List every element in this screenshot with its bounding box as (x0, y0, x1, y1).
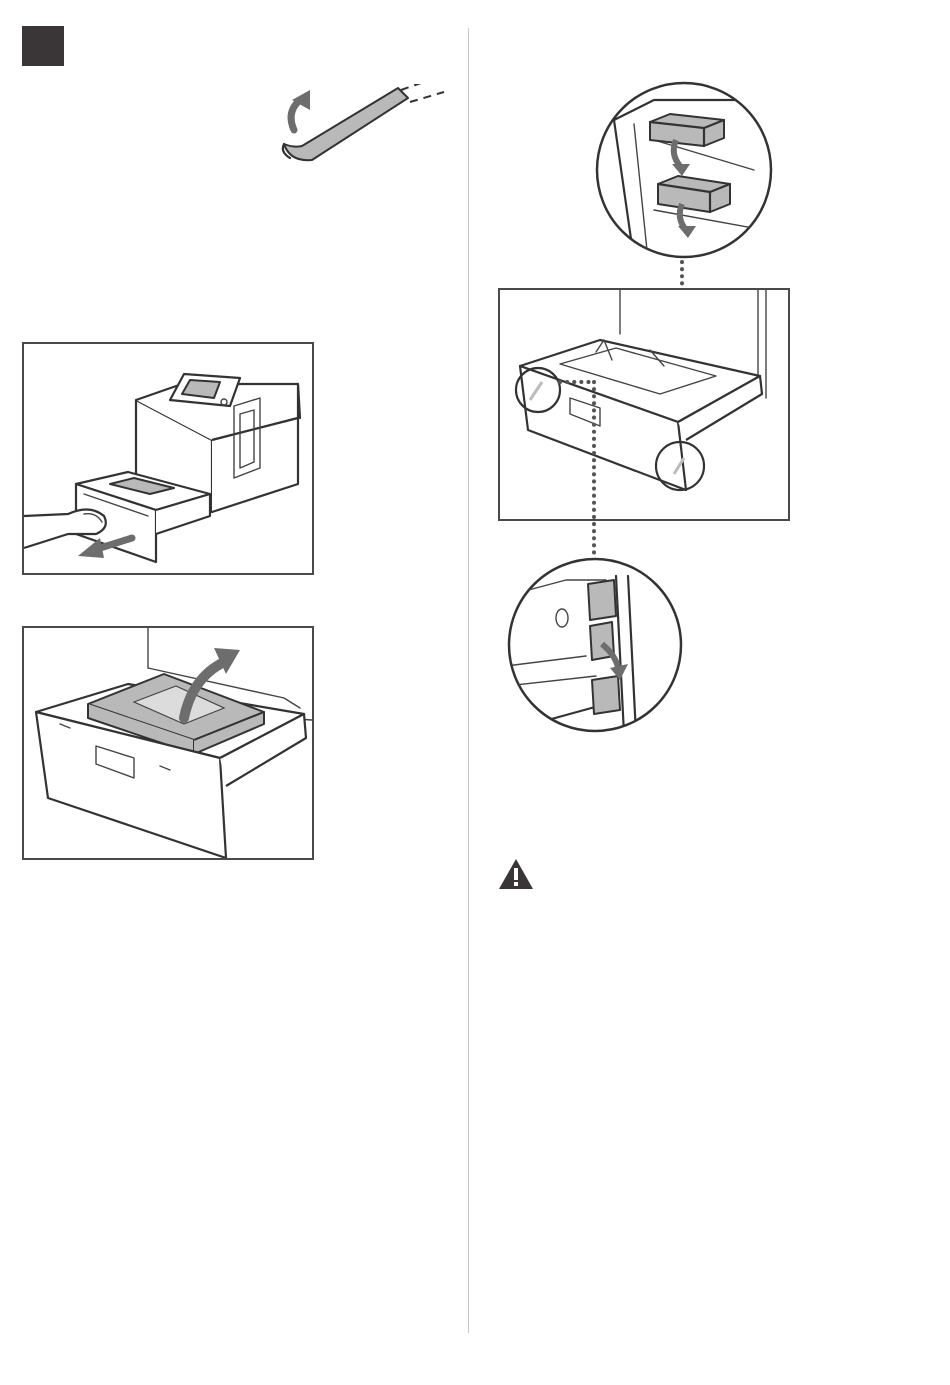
drawer-open-illustration (498, 288, 790, 521)
packing-material-zoom-bottom (506, 556, 684, 734)
warning-icon (497, 857, 535, 891)
column-divider (468, 28, 469, 1333)
tape-peel-illustration (276, 84, 446, 170)
pull-out-drawer-illustration (22, 342, 314, 575)
connector-bottom (556, 376, 606, 560)
remove-paper-illustration (22, 626, 314, 860)
packing-material-zoom-top (594, 80, 774, 260)
step-marker (22, 26, 64, 66)
